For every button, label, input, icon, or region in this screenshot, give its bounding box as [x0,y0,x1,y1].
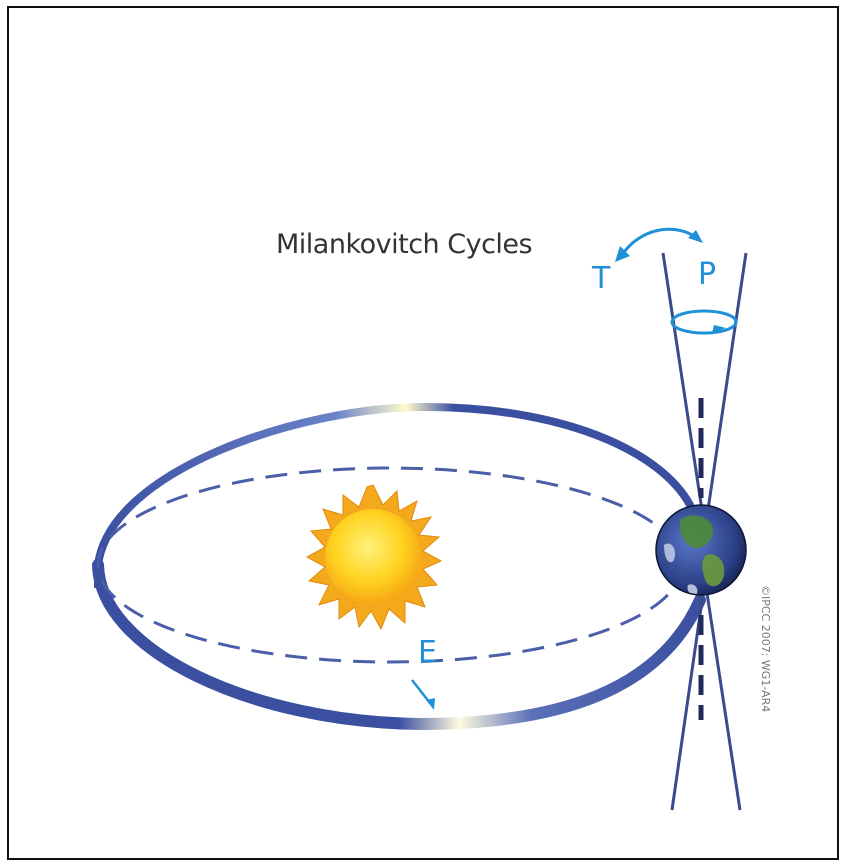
copyright-credit: ©IPCC 2007: WG1-AR4 [759,585,772,712]
label-precession: P [698,257,716,292]
diagram-title: Milankovitch Cycles [276,229,532,260]
earth-icon [655,504,747,596]
label-eccentricity: E [418,635,437,670]
label-tilt: T [591,261,611,296]
tilt-arrow [615,227,703,262]
eccentricity-pointer [411,679,435,710]
precession-ring [670,309,738,335]
sun-icon [305,484,443,631]
